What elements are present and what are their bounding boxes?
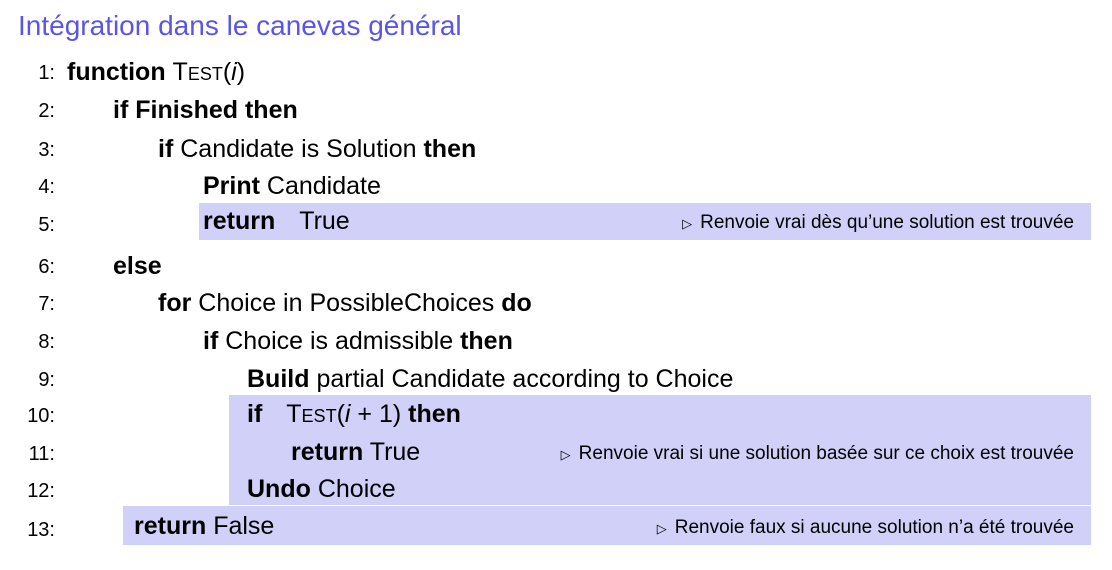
line-number: 2: — [38, 100, 55, 122]
line-number: 4: — [38, 176, 55, 198]
keyword-if: if — [113, 96, 129, 124]
keyword-else: else — [113, 252, 162, 280]
line-number: 1: — [38, 62, 55, 84]
line-number: 9: — [38, 369, 55, 391]
line-number: 3: — [38, 139, 55, 161]
statement-text: False — [213, 512, 275, 540]
line-number: 8: — [38, 331, 55, 353]
code-line-5: return True — [203, 207, 350, 236]
keyword-if: if — [203, 327, 219, 355]
line-number: 13: — [27, 519, 55, 541]
code-line-2: if Finished then — [113, 96, 298, 125]
keyword-return: return — [203, 207, 276, 235]
comment-text: Renvoie faux si aucune solution n’a été … — [674, 517, 1074, 538]
comment-line-11: ▷ Renvoie vrai si une solution basée sur … — [561, 443, 1074, 465]
loop-text: Choice in PossibleChoices — [198, 289, 495, 317]
condition-text: Finished — [135, 96, 239, 124]
line-number: 12: — [27, 480, 55, 502]
function-arg: i — [344, 400, 351, 428]
condition-text: Choice is admissible — [225, 327, 454, 355]
slide-title: Intégration dans le canevas général — [18, 10, 462, 41]
keyword-print: Print — [203, 172, 260, 200]
comment-triangle-icon: ▷ — [560, 447, 571, 462]
code-line-7: for Choice in PossibleChoices do — [158, 289, 532, 318]
keyword-then: then — [244, 96, 298, 124]
keyword-undo: Undo — [247, 475, 311, 503]
statement-text: True — [299, 207, 350, 235]
line-number: 7: — [38, 293, 55, 315]
comment-triangle-icon: ▷ — [656, 521, 667, 536]
code-line-8: if Choice is admissible then — [203, 327, 513, 356]
code-line-12: Undo Choice — [247, 475, 396, 504]
highlight-line-13 — [123, 506, 1091, 545]
paren-open: ( — [222, 58, 232, 86]
keyword-then: then — [460, 327, 513, 355]
comment-text: Renvoie vrai dès qu’une solution est tro… — [700, 212, 1074, 233]
line-number: 11: — [28, 443, 55, 465]
keyword-return: return — [291, 438, 364, 466]
code-line-4: Print Candidate — [203, 172, 381, 201]
keyword-if: if — [158, 135, 174, 163]
condition-text: Candidate is Solution — [180, 135, 417, 163]
paren-open: ( — [336, 400, 345, 428]
statement-text: True — [369, 438, 421, 466]
line-number: 6: — [38, 256, 55, 278]
code-line-10: if Test(i + 1) then — [247, 400, 461, 429]
keyword-build: Build — [247, 365, 310, 393]
statement-text: partial Candidate according to Choice — [316, 365, 734, 393]
keyword-if: if — [247, 400, 263, 428]
arg-rest: + 1) — [350, 400, 402, 428]
keyword-then: then — [408, 400, 461, 428]
code-line-6: else — [113, 252, 162, 281]
statement-text: Choice — [317, 475, 396, 503]
line-number: 10: — [27, 405, 55, 427]
paren-close: ) — [236, 58, 246, 86]
keyword-return: return — [134, 512, 207, 540]
comment-line-5: ▷ Renvoie vrai dès qu’une solution est tr… — [682, 212, 1074, 234]
function-name: Test — [286, 400, 337, 428]
line-number: 5: — [38, 214, 55, 236]
statement-text: Candidate — [266, 172, 381, 200]
comment-triangle-icon: ▷ — [682, 216, 693, 231]
highlight-lines-10-12 — [229, 395, 1091, 505]
keyword-then: then — [423, 135, 477, 163]
function-arg: i — [231, 58, 237, 86]
code-line-1: function Test(i) — [67, 58, 245, 87]
code-line-13: return False — [134, 512, 274, 541]
highlight-line-5 — [199, 203, 1091, 240]
code-line-11: return True — [291, 438, 420, 467]
code-line-9: Build partial Candidate according to Cho… — [247, 365, 733, 394]
code-line-3: if Candidate is Solution then — [158, 135, 476, 164]
function-name: Test — [172, 58, 223, 86]
keyword-function: function — [67, 58, 166, 86]
keyword-for: for — [158, 289, 192, 317]
comment-line-13: ▷ Renvoie faux si aucune solution n’a été… — [657, 517, 1074, 539]
keyword-do: do — [501, 289, 532, 317]
comment-text: Renvoie vrai si une solution basée sur c… — [578, 443, 1074, 464]
